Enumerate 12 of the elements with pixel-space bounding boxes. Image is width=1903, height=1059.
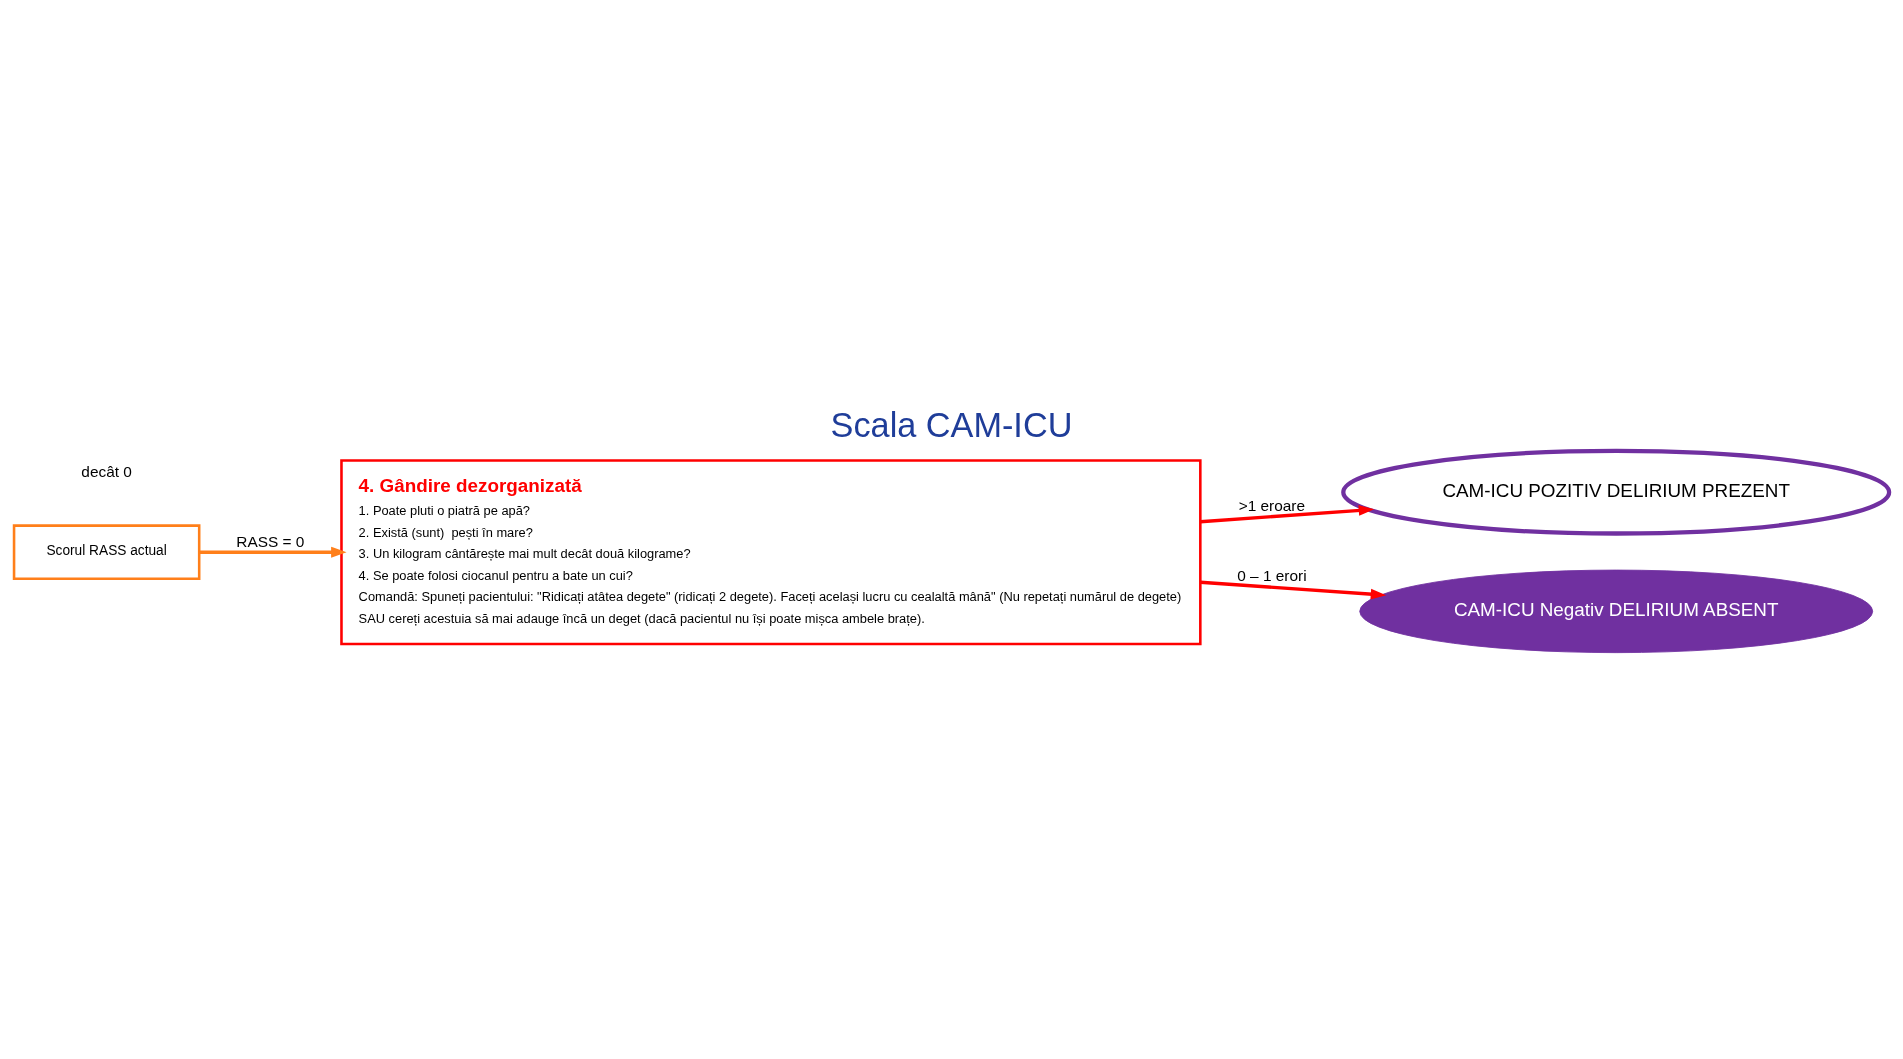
arrow bbox=[199, 546, 347, 558]
edge-label: >1 eroare bbox=[1238, 496, 1306, 514]
node-box: Scorul RASS actual bbox=[12, 524, 201, 581]
node-box: 4. Gândire dezorganizată 1. Poate pluti o piatră pe apă? 2. Există (sunt) pești în mare? 3. Un kilogram cântărește mai mult decât două kilograme? 4. Se poate folosi ciocanul pentru a bate un cui? Comandă: Spuneți pacientului: "Ridicați atâtea degete" (ridicați 2 degete). Faceți același lucru cu cealaltă mână" (Nu repetați numărul de degete) SAU cereți acestuia să mai adauge încă un deget (dacă pacientul nu își poate mișca ambele brațe). bbox=[340, 459, 1202, 646]
edge-label: RASS = 0 bbox=[236, 533, 305, 551]
diagram-title: Scala CAM-ICU bbox=[830, 406, 1073, 445]
label: decât 0 bbox=[81, 463, 132, 481]
edge-label: 0 – 1 erori bbox=[1237, 566, 1307, 584]
arrow bbox=[1200, 580, 1387, 600]
node-ellipse: CAM-ICU POZITIV DELIRIUM PREZENT bbox=[1341, 448, 1892, 536]
arrow bbox=[1200, 505, 1375, 524]
node-ellipse: CAM-ICU Negativ DELIRIUM ABSENT bbox=[1359, 569, 1874, 654]
